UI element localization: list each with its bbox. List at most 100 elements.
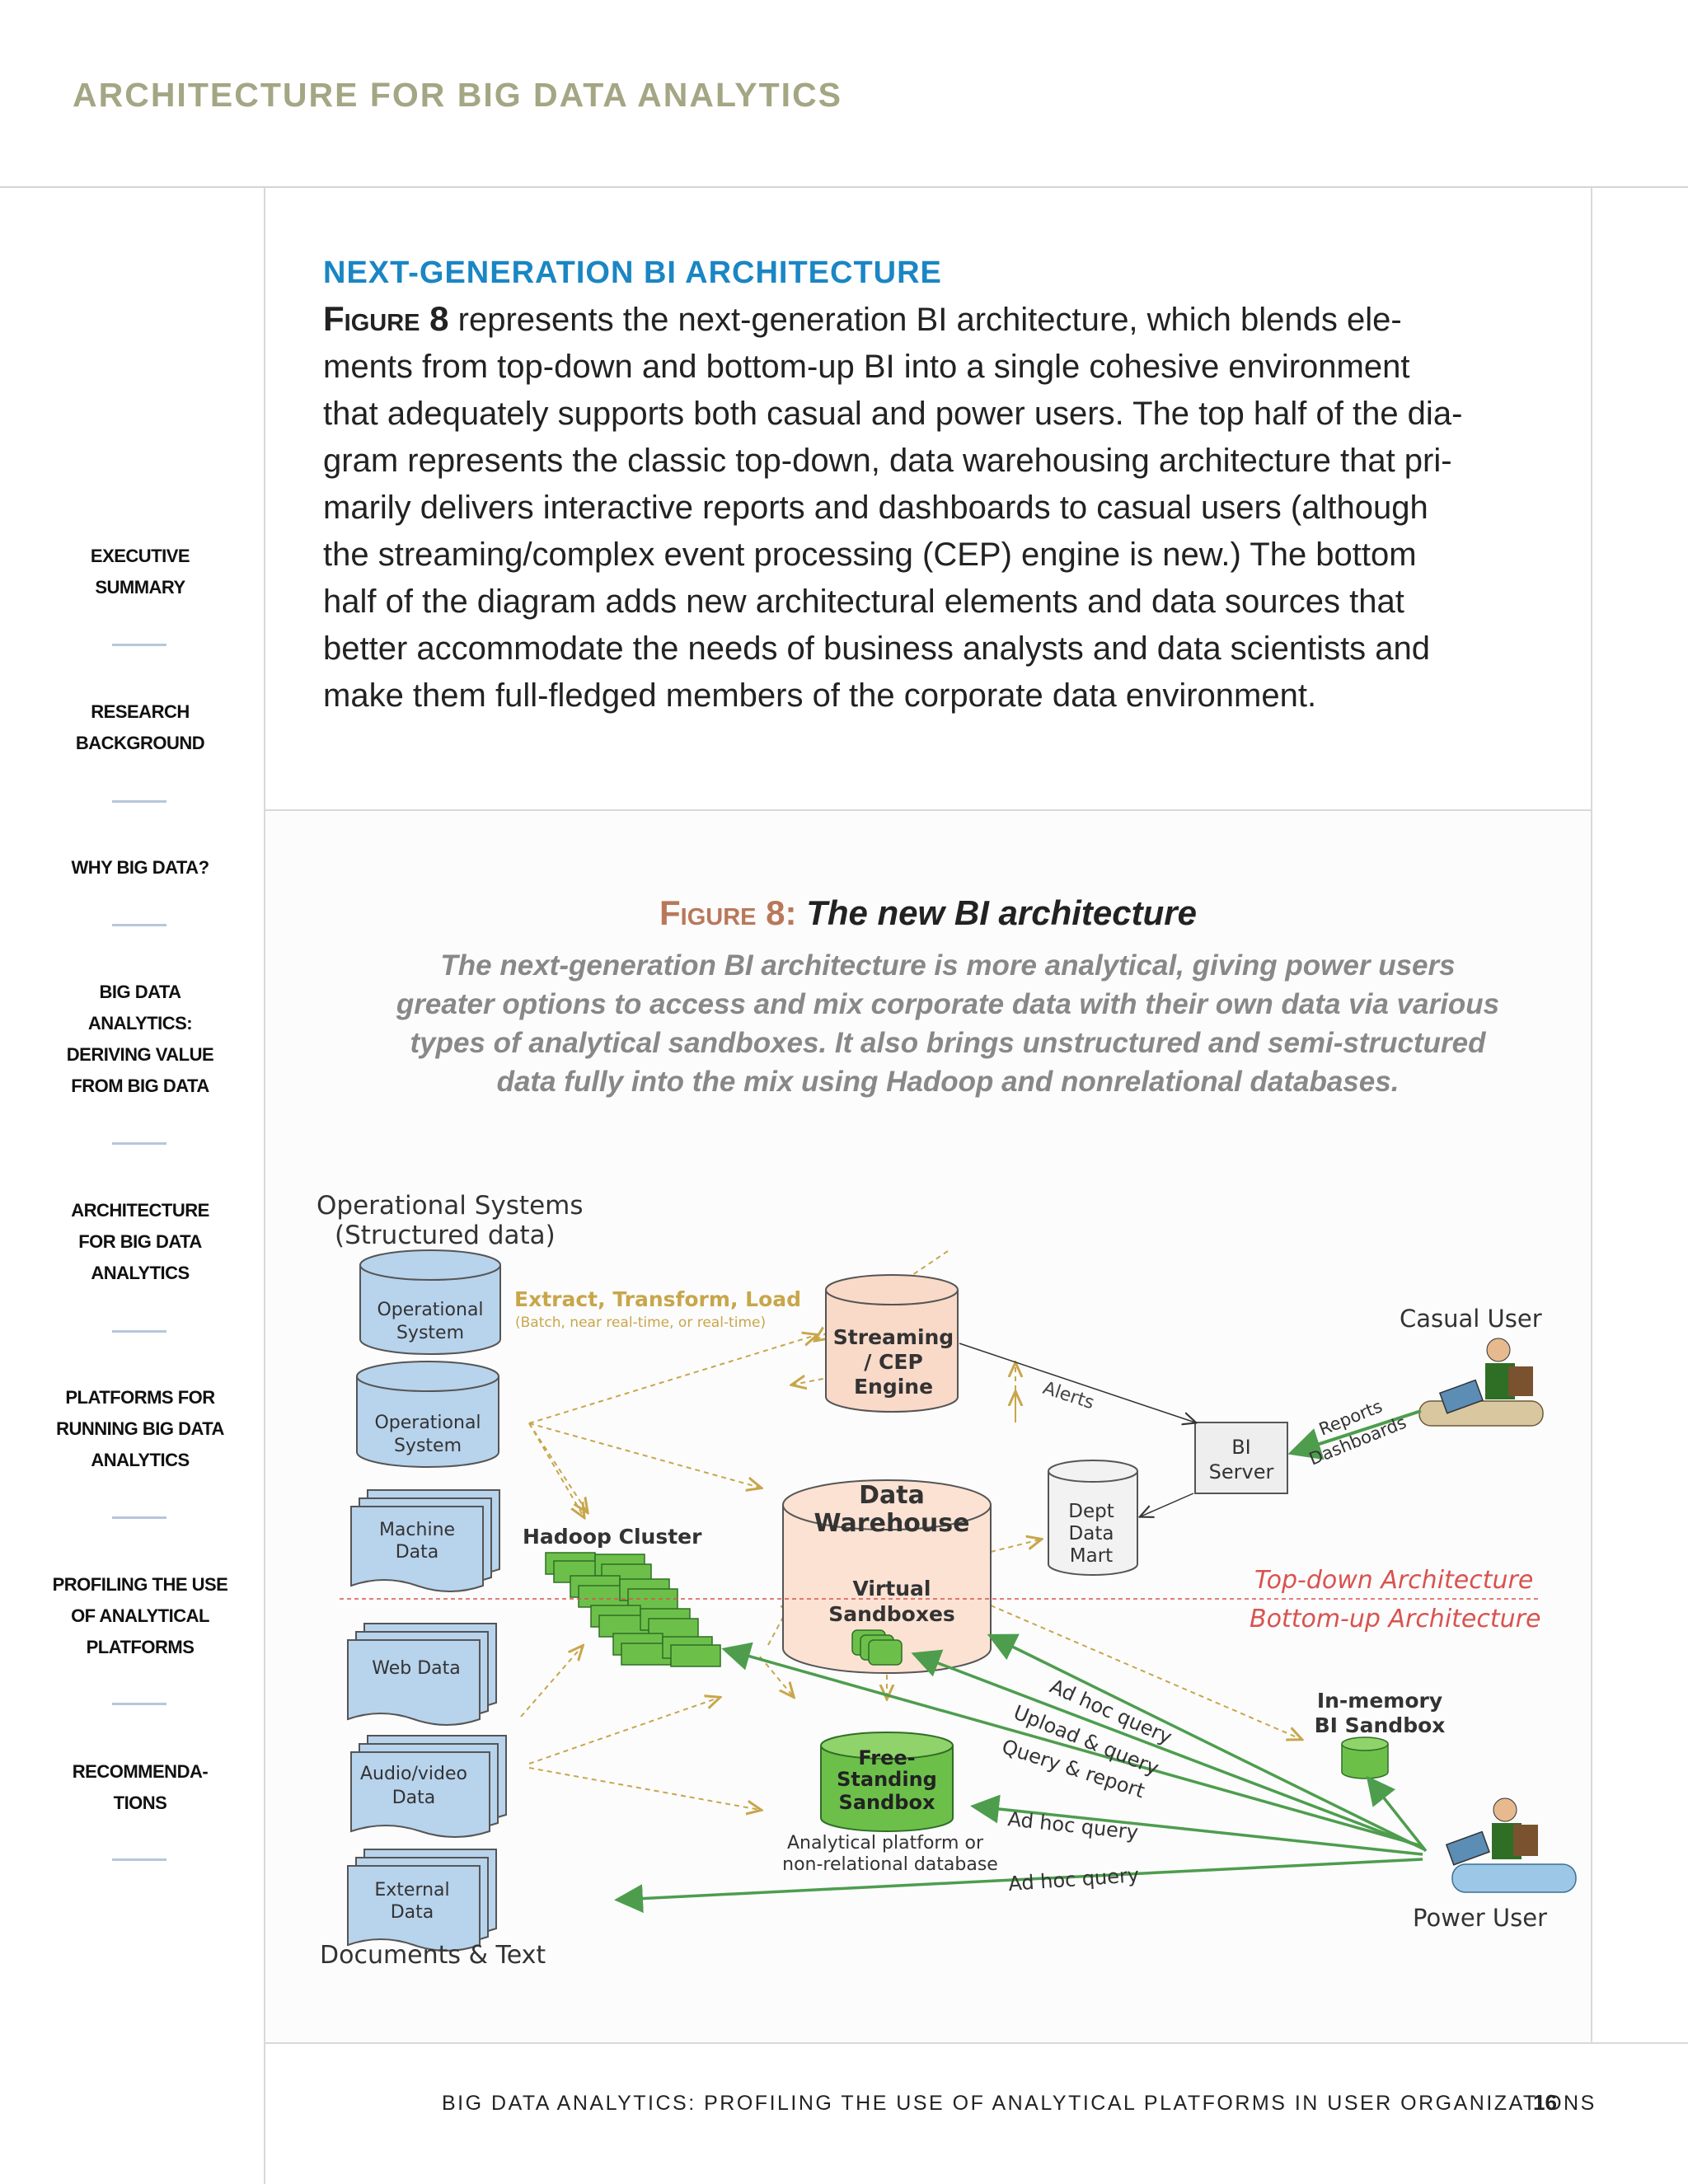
virtual-sandboxes-label: Virtual bbox=[853, 1577, 931, 1601]
caption-line: data fully into the mix using Hadoop and… bbox=[496, 1066, 1400, 1098]
alerts-arrow bbox=[959, 1343, 1195, 1422]
casual-user-icon bbox=[1418, 1338, 1544, 1427]
sidebar-separator bbox=[112, 924, 166, 926]
caption-line: The next-generation BI architecture is m… bbox=[440, 949, 1456, 982]
section-heading: NEXT-GENERATION BI ARCHITECTURE bbox=[323, 255, 942, 290]
operational-systems-title: Operational Systems bbox=[316, 1191, 584, 1221]
sidebar-item-label: RESEARCH bbox=[91, 701, 190, 722]
caption-line: types of analytical sandboxes. It also b… bbox=[410, 1027, 1486, 1059]
sidebar-item-recommendations[interactable]: RECOMMENDA- TIONS bbox=[41, 1756, 239, 1819]
sidebar-separator bbox=[112, 1330, 166, 1333]
sidebar-item-label: RUNNING BIG DATA bbox=[56, 1418, 224, 1439]
sidebar-nav: EXECUTIVE SUMMARY RESEARCH BACKGROUND WH… bbox=[0, 0, 280, 2184]
sidebar-separator bbox=[112, 800, 166, 803]
cylinder-label: Data bbox=[859, 1481, 925, 1510]
sidebar-separator bbox=[112, 644, 166, 646]
sidebar-item-label: ANALYTICS: bbox=[87, 1013, 193, 1033]
sidebar-item-label: BACKGROUND bbox=[75, 733, 205, 753]
sandbox-label: Free- bbox=[858, 1746, 915, 1769]
virtual-sandboxes-label: Sandboxes bbox=[828, 1602, 955, 1626]
sidebar-item-label: ANALYTICS bbox=[91, 1263, 190, 1283]
cylinder-label: Dept bbox=[1068, 1501, 1114, 1522]
hadoop-cluster-label: Hadoop Cluster bbox=[523, 1525, 702, 1549]
etl-title: Extract, Transform, Load bbox=[514, 1287, 801, 1311]
analytical-platform-label: non-relational database bbox=[782, 1854, 998, 1875]
figure-name: The new BI architecture bbox=[806, 893, 1197, 932]
sidebar-separator bbox=[112, 1142, 166, 1145]
sidebar-item-label: DERIVING VALUE bbox=[66, 1044, 214, 1065]
stack-label: Audio/video bbox=[360, 1764, 467, 1784]
cylinder-label: Warehouse bbox=[814, 1509, 970, 1538]
sidebar-item-big-data-analytics[interactable]: BIG DATA ANALYTICS: DERIVING VALUE FROM … bbox=[41, 977, 239, 1102]
analytical-platform-label: Analytical platform or bbox=[787, 1833, 984, 1854]
footer-divider bbox=[265, 2042, 1688, 2044]
figure-label: Figure 8: bbox=[659, 893, 797, 932]
stack-label: Data bbox=[391, 1902, 434, 1923]
operational-systems-subtitle: (Structured data) bbox=[335, 1221, 556, 1250]
body-line: half of the diagram adds new architectur… bbox=[323, 583, 1404, 620]
operational-system-cylinder: Operational System bbox=[356, 1361, 499, 1468]
page-number: 16 bbox=[1533, 2090, 1557, 2115]
server-to-mart-arrow bbox=[1141, 1493, 1194, 1516]
stack-label: Web Data bbox=[372, 1658, 461, 1679]
casual-user-label: Casual User bbox=[1400, 1305, 1542, 1333]
sidebar-item-label: WHY BIG DATA? bbox=[71, 857, 209, 878]
figure-title: Figure 8: The new BI architecture bbox=[265, 893, 1591, 933]
page-header-title: ARCHITECTURE FOR BIG DATA ANALYTICS bbox=[73, 76, 843, 114]
body-line: make them full-fledged members of the co… bbox=[323, 677, 1317, 714]
body-line: better accommodate the needs of business… bbox=[323, 630, 1431, 667]
cylinder-label: Streaming bbox=[833, 1325, 954, 1349]
sidebar-item-label: RECOMMENDA- bbox=[72, 1761, 209, 1782]
in-memory-sandbox-label: BI Sandbox bbox=[1315, 1713, 1446, 1737]
bi-server-label: Server bbox=[1209, 1460, 1274, 1483]
sidebar-separator bbox=[112, 1703, 166, 1705]
sidebar-item-label: EXECUTIVE bbox=[90, 546, 190, 566]
body-line: that adequately supports both casual and… bbox=[323, 396, 1463, 432]
documents-text-label: Documents & Text bbox=[320, 1941, 546, 1970]
sidebar-item-label: FOR BIG DATA bbox=[78, 1231, 202, 1252]
body-line: the streaming/complex event processing (… bbox=[323, 537, 1417, 573]
machine-data-stack: Machine Data bbox=[350, 1489, 500, 1592]
sidebar-item-label: PROFILING THE USE bbox=[52, 1574, 228, 1595]
ad-hoc-query-label: Ad hoc query bbox=[1007, 1863, 1139, 1896]
header-divider bbox=[0, 186, 1688, 188]
body-line: gram represents the classic top-down, da… bbox=[323, 443, 1452, 479]
sidebar-item-research-background[interactable]: RESEARCH BACKGROUND bbox=[41, 696, 239, 759]
power-user-arrows bbox=[614, 1633, 1428, 1914]
figure-reference: Figure 8 bbox=[323, 299, 449, 338]
cylinder-label: / CEP bbox=[864, 1350, 923, 1374]
sandbox-label: Standing bbox=[837, 1768, 937, 1791]
in-memory-sandbox-label: In-memory bbox=[1317, 1689, 1442, 1713]
ad-hoc-query-label: Ad hoc query bbox=[1006, 1807, 1139, 1844]
sidebar-item-label: PLATFORMS bbox=[86, 1637, 195, 1657]
stack-label: Data bbox=[392, 1788, 436, 1808]
sidebar-item-label: PLATFORMS FOR bbox=[65, 1387, 215, 1408]
section-divider bbox=[265, 809, 1591, 811]
bi-architecture-diagram: Operational Systems (Structured data) Op… bbox=[316, 1191, 1577, 1970]
audio-video-data-stack: Audio/video Data bbox=[350, 1735, 507, 1838]
virtual-sandbox-icon bbox=[851, 1629, 903, 1666]
caption-line: greater options to access and mix corpor… bbox=[396, 988, 1500, 1020]
etl-subtitle: (Batch, near real-time, or real-time) bbox=[515, 1315, 766, 1331]
cylinder-label: Operational bbox=[374, 1413, 481, 1433]
reports-dashboards-arrow bbox=[1287, 1409, 1422, 1460]
web-data-stack: Web Data bbox=[347, 1623, 497, 1726]
footer-title: BIG DATA ANALYTICS: PROFILING THE USE OF… bbox=[442, 2092, 1597, 2115]
power-user-label: Power User bbox=[1413, 1904, 1547, 1932]
sidebar-item-platforms[interactable]: PLATFORMS FOR RUNNING BIG DATA ANALYTICS bbox=[41, 1382, 239, 1476]
panel-right-border bbox=[1591, 188, 1592, 2042]
body-line: marily delivers interactive reports and … bbox=[323, 490, 1428, 526]
sidebar-item-label: SUMMARY bbox=[95, 577, 185, 598]
sidebar-item-executive-summary[interactable]: EXECUTIVE SUMMARY bbox=[41, 541, 239, 603]
top-down-label: Top-down Architecture bbox=[1254, 1566, 1533, 1595]
panel-left-border bbox=[264, 188, 265, 2184]
sidebar-separator bbox=[112, 1516, 166, 1519]
sidebar-item-why-big-data[interactable]: WHY BIG DATA? bbox=[41, 852, 239, 883]
sandbox-label: Sandbox bbox=[839, 1791, 935, 1814]
cylinder-label: Mart bbox=[1070, 1545, 1113, 1567]
operational-system-cylinder: Operational System bbox=[359, 1249, 501, 1355]
sidebar-item-architecture[interactable]: ARCHITECTURE FOR BIG DATA ANALYTICS bbox=[41, 1195, 239, 1289]
cylinder-label: Engine bbox=[854, 1375, 933, 1399]
body-line: ments from top-down and bottom-up BI int… bbox=[323, 349, 1410, 385]
sidebar-item-profiling[interactable]: PROFILING THE USE OF ANALYTICAL PLATFORM… bbox=[41, 1569, 239, 1663]
